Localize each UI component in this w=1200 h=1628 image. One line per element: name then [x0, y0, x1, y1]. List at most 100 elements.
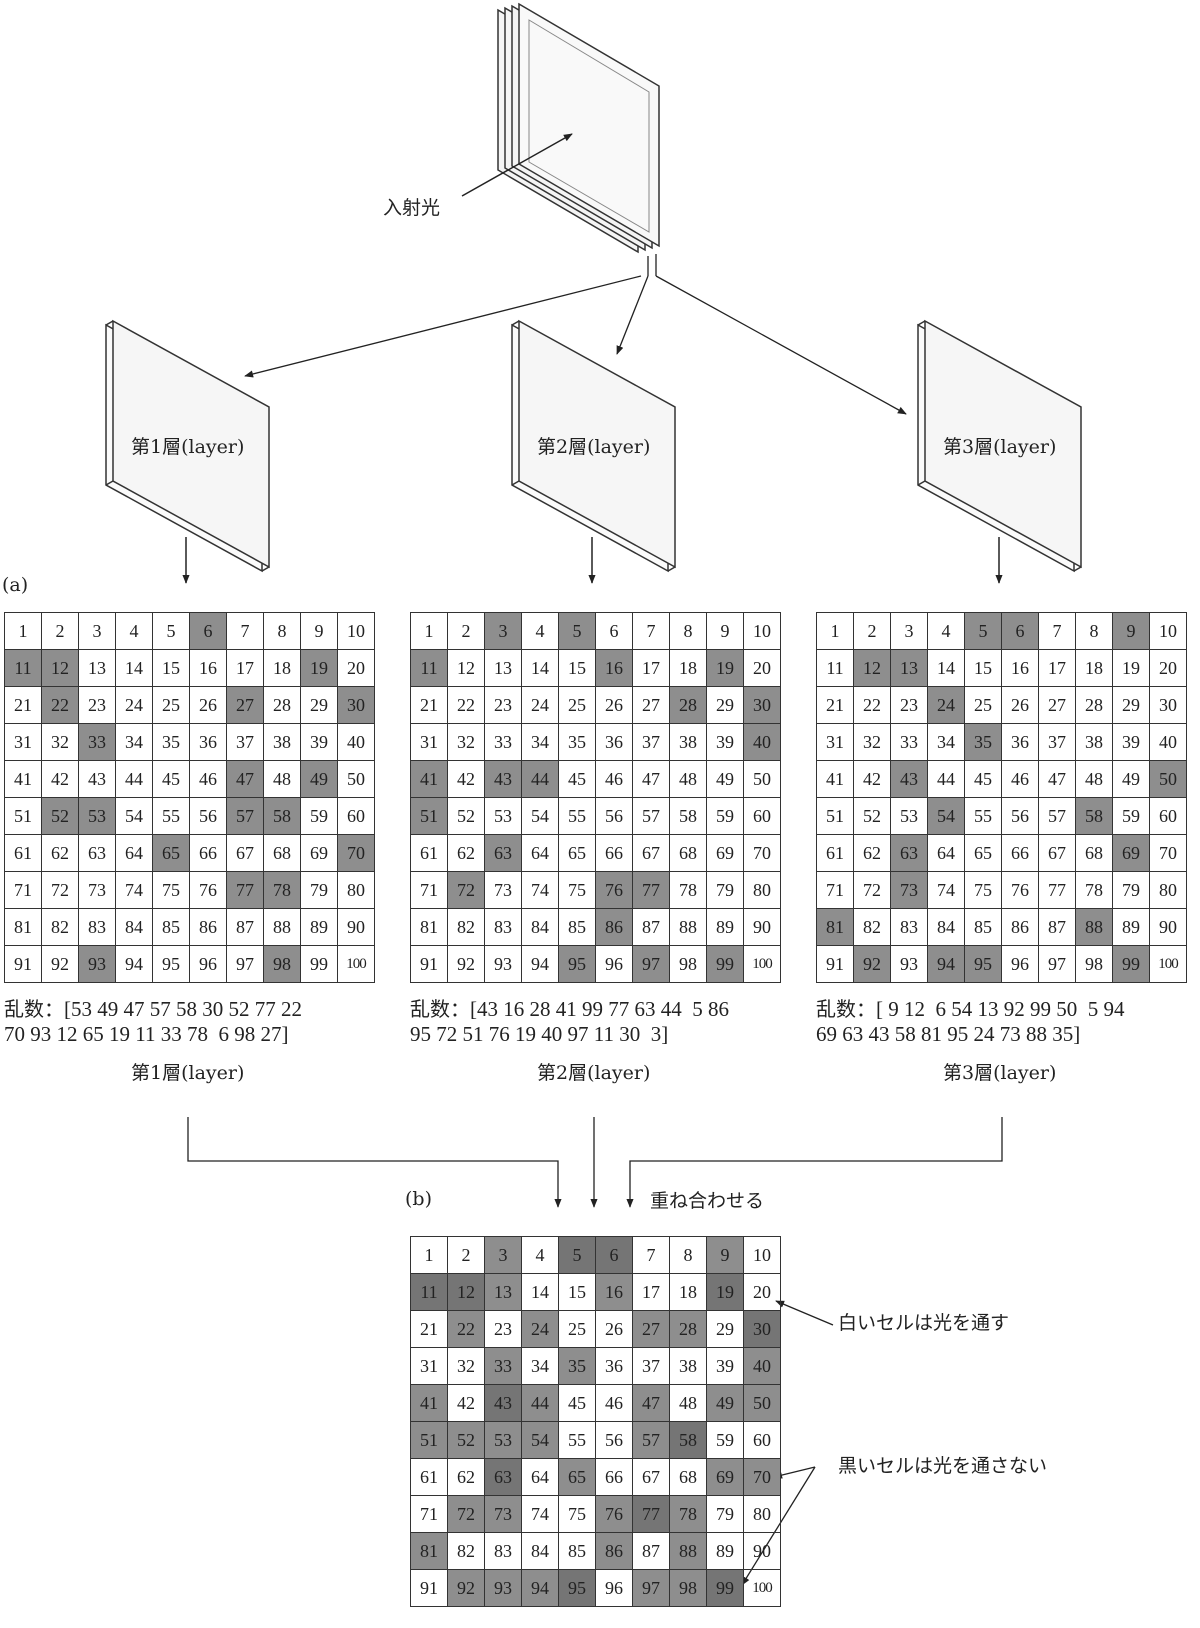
grid-cell: 11 [5, 650, 42, 687]
grid-cell: 3 [485, 613, 522, 650]
grid-cell: 88 [1076, 909, 1113, 946]
grid-cell: 95 [153, 946, 190, 983]
grid-cell: 62 [448, 1459, 485, 1496]
grid-cell: 31 [5, 724, 42, 761]
grid-cell: 75 [153, 872, 190, 909]
grid-cell: 38 [264, 724, 301, 761]
grid-cell: 22 [854, 687, 891, 724]
grid-cell: 98 [670, 946, 707, 983]
grid-cell: 2 [448, 1237, 485, 1274]
grid-cell: 59 [707, 798, 744, 835]
grid-cell: 43 [891, 761, 928, 798]
grid-cell: 77 [227, 872, 264, 909]
grid-cell: 2 [854, 613, 891, 650]
grid-cell: 20 [744, 1274, 781, 1311]
grid-cell: 87 [633, 909, 670, 946]
grid-cell: 68 [1076, 835, 1113, 872]
grid-cell: 78 [670, 872, 707, 909]
grid-cell: 76 [190, 872, 227, 909]
grid-cell: 18 [264, 650, 301, 687]
grid-cell: 77 [633, 1496, 670, 1533]
grid-cell: 50 [744, 761, 781, 798]
grid-cell: 78 [1076, 872, 1113, 909]
grid-cell: 18 [1076, 650, 1113, 687]
grid-cell: 62 [448, 835, 485, 872]
grid-cell: 73 [79, 872, 116, 909]
layer2-plate-icon [511, 319, 676, 573]
grid-cell: 15 [559, 650, 596, 687]
random-line: 95 72 51 76 19 40 97 11 30 3] [410, 1022, 669, 1046]
grid-cell: 25 [153, 687, 190, 724]
grid-cell: 69 [707, 835, 744, 872]
grid-cell: 70 [744, 835, 781, 872]
random-prefix: 乱数： [816, 997, 876, 1021]
grid-cell: 55 [559, 1422, 596, 1459]
grid-cell: 79 [707, 872, 744, 909]
grid-cell: 14 [928, 650, 965, 687]
grid-cell: 83 [891, 909, 928, 946]
grid-cell: 61 [411, 1459, 448, 1496]
random-prefix: 乱数： [410, 997, 470, 1021]
grid-cell: 99 [301, 946, 338, 983]
random-line: 70 93 12 65 19 11 33 78 6 98 27] [4, 1022, 289, 1046]
grid-cell: 75 [965, 872, 1002, 909]
grid-cell: 41 [411, 761, 448, 798]
grid-cell: 71 [817, 872, 854, 909]
grid-cell: 6 [596, 613, 633, 650]
grid-cell: 10 [744, 1237, 781, 1274]
grid-cell: 67 [1039, 835, 1076, 872]
layer3-plate-label: 第3層(layer) [943, 436, 1057, 458]
grid-cell: 28 [1076, 687, 1113, 724]
grid-cell: 43 [79, 761, 116, 798]
grid-cell: 65 [965, 835, 1002, 872]
grid-cell: 13 [485, 1274, 522, 1311]
grid-cell: 16 [596, 650, 633, 687]
grid-cell: 38 [670, 724, 707, 761]
random-prefix: 乱数： [4, 997, 64, 1021]
grid-cell: 79 [707, 1496, 744, 1533]
grid-cell: 78 [264, 872, 301, 909]
grid-cell: 60 [1150, 798, 1187, 835]
grid-cell: 92 [854, 946, 891, 983]
grid-cell: 96 [596, 1570, 633, 1607]
grid-cell: 99 [707, 946, 744, 983]
grid-cell: 96 [1002, 946, 1039, 983]
grid-cell: 68 [264, 835, 301, 872]
grid-cell: 7 [1039, 613, 1076, 650]
grid-cell: 51 [411, 1422, 448, 1459]
grid-cell: 50 [338, 761, 375, 798]
grid-cell: 67 [633, 1459, 670, 1496]
grid-cell: 76 [596, 872, 633, 909]
grid-cell: 51 [411, 798, 448, 835]
grid-cell: 66 [1002, 835, 1039, 872]
grid-cell: 34 [116, 724, 153, 761]
grid-cell: 1 [5, 613, 42, 650]
grid-cell: 61 [817, 835, 854, 872]
grid-cell: 39 [707, 1348, 744, 1385]
grid-cell: 98 [670, 1570, 707, 1607]
grid-cell: 63 [485, 1459, 522, 1496]
grid-cell: 55 [965, 798, 1002, 835]
grid-cell: 99 [707, 1570, 744, 1607]
grid-cell: 60 [744, 1422, 781, 1459]
grid-cell: 2 [448, 613, 485, 650]
grid-cell: 14 [522, 650, 559, 687]
grid-cell: 10 [338, 613, 375, 650]
grid-cell: 98 [264, 946, 301, 983]
layer1-plate-icon [105, 319, 270, 573]
grid-cell: 99 [1113, 946, 1150, 983]
grid-cell: 16 [1002, 650, 1039, 687]
grid-cell: 68 [670, 1459, 707, 1496]
layer3-caption: 第3層(layer) [943, 1062, 1057, 1084]
grid-cell: 93 [891, 946, 928, 983]
layer2-caption: 第2層(layer) [537, 1062, 651, 1084]
grid-cell: 95 [559, 946, 596, 983]
grid-cell: 92 [42, 946, 79, 983]
grid-cell: 19 [707, 650, 744, 687]
grid-cell: 97 [633, 1570, 670, 1607]
grid-cell: 31 [411, 724, 448, 761]
grid-cell: 23 [891, 687, 928, 724]
